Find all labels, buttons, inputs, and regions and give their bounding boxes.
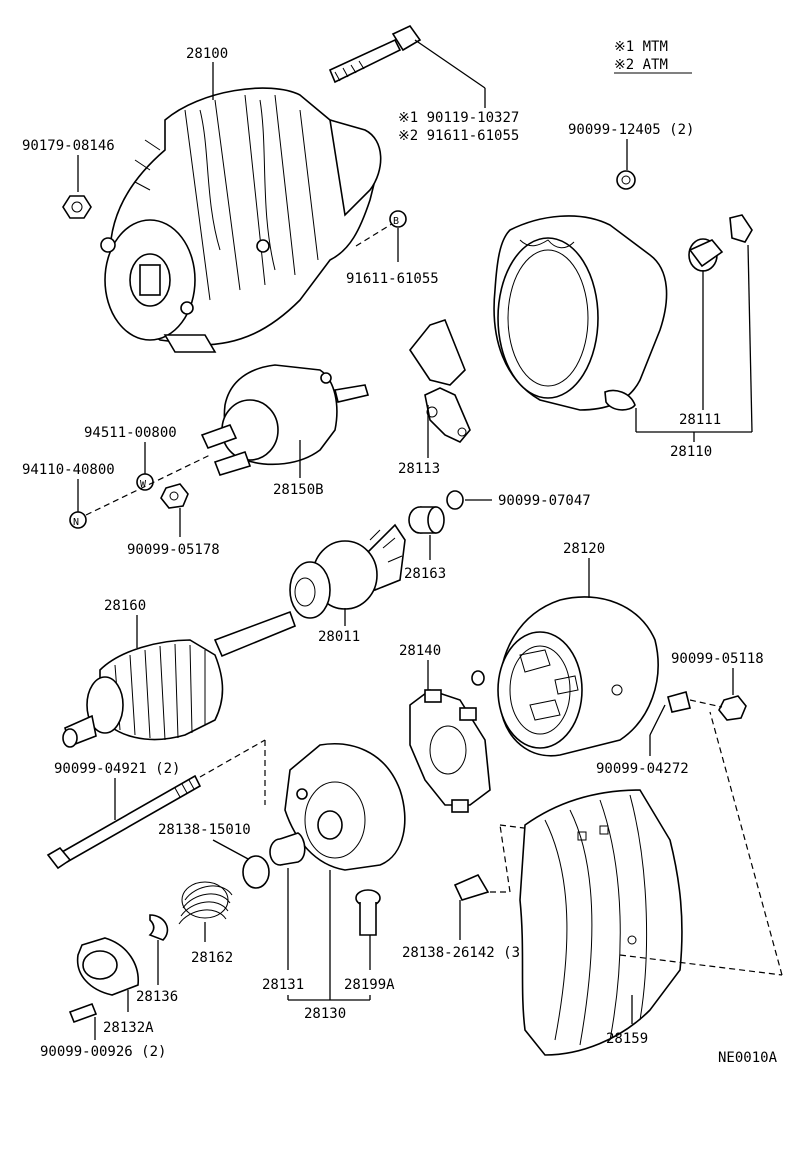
marker-n (69, 511, 87, 529)
bushing-small-icon (616, 170, 636, 190)
label-90099-12405: 90099-12405 (2) (568, 122, 694, 138)
starter-clutch-drawing (289, 523, 406, 619)
label-28120: 28120 (563, 541, 605, 557)
label-28162: 28162 (191, 950, 233, 966)
through-bolt-drawing (46, 774, 202, 870)
terminal-bolt-icon (667, 691, 691, 713)
brush-holder-drawing (409, 670, 491, 813)
label-28132A: 28132A (103, 1020, 154, 1036)
label-90179-08146: 90179-08146 (22, 138, 115, 154)
field-yoke-drawing (497, 596, 659, 757)
label-28131: 28131 (262, 977, 304, 993)
legend: ※1 MTM ※2 ATM (614, 39, 692, 74)
cover-screw-icon (68, 1002, 98, 1024)
screw-28199a-drawing (355, 889, 381, 936)
figure-code: NE0010A (718, 1050, 778, 1066)
label-90099-04921: 90099-04921 (2) (54, 761, 180, 777)
marker-b-label: B (393, 216, 399, 227)
label-90119-10327: ※1 90119-10327 (398, 110, 519, 126)
label-28140: 28140 (399, 643, 441, 659)
label-28199A: 28199A (344, 977, 395, 993)
terminal-nut-icon (160, 483, 189, 509)
solenoid-drawing (200, 364, 370, 476)
legend-mtm: ※1 MTM (614, 39, 668, 55)
label-28159: 28159 (606, 1031, 648, 1047)
label-28111: 28111 (679, 412, 721, 428)
drive-lever-drawing (409, 319, 471, 443)
lock-plate-icon (148, 914, 169, 941)
label-28136: 28136 (136, 989, 178, 1005)
label-28150B: 28150B (273, 482, 324, 498)
label-90099-04272: 90099-04272 (596, 761, 689, 777)
label-91611-61055-a: ※2 91611-61055 (398, 128, 519, 144)
long-bolt-drawing (328, 24, 422, 84)
label-28110: 28110 (670, 444, 712, 460)
label-91611-61055-b: 91611-61055 (346, 271, 439, 287)
label-28160: 28160 (104, 598, 146, 614)
legend-atm: ※2 ATM (614, 57, 668, 73)
seal-ring-icon (242, 855, 270, 889)
label-28011: 28011 (318, 629, 360, 645)
bushing-28111-drawing (688, 238, 724, 272)
label-90099-05178: 90099-05178 (127, 542, 220, 558)
seal-plate-icon (729, 214, 753, 243)
label-28113: 28113 (398, 461, 440, 477)
label-28163: 28163 (404, 566, 446, 582)
label-28138-15010: 28138-15010 (158, 822, 251, 838)
starter-assembly-drawing (100, 87, 382, 353)
marker-b (389, 210, 407, 228)
label-28138-26142: 28138-26142 (3) (402, 945, 528, 961)
nut-icon (62, 195, 92, 219)
label-94511-00800: 94511-00800 (84, 425, 177, 441)
label-94110-40800: 94110-40800 (22, 462, 115, 478)
starter-housing-drawing (493, 215, 668, 411)
snap-ring-icon (446, 490, 464, 510)
marker-w-label: W (140, 479, 147, 490)
brush-spring-drawing (178, 881, 233, 925)
end-cover-drawing (76, 937, 139, 996)
label-90099-00926: 90099-00926 (2) (40, 1044, 166, 1060)
bushing-28131-drawing (269, 832, 306, 866)
yoke-nut-icon (718, 695, 747, 721)
marker-n-label: N (73, 517, 79, 528)
label-28100: 28100 (186, 46, 228, 62)
commutator-end-frame-drawing (284, 743, 406, 871)
clip-icon (453, 873, 490, 901)
label-90099-05118: 90099-05118 (671, 651, 764, 667)
label-90099-07047: 90099-07047 (498, 493, 591, 509)
armature-drawing (62, 610, 297, 748)
collar-28163-drawing (408, 506, 445, 534)
label-28130: 28130 (304, 1006, 346, 1022)
heat-shield-cover-drawing (519, 789, 683, 1056)
